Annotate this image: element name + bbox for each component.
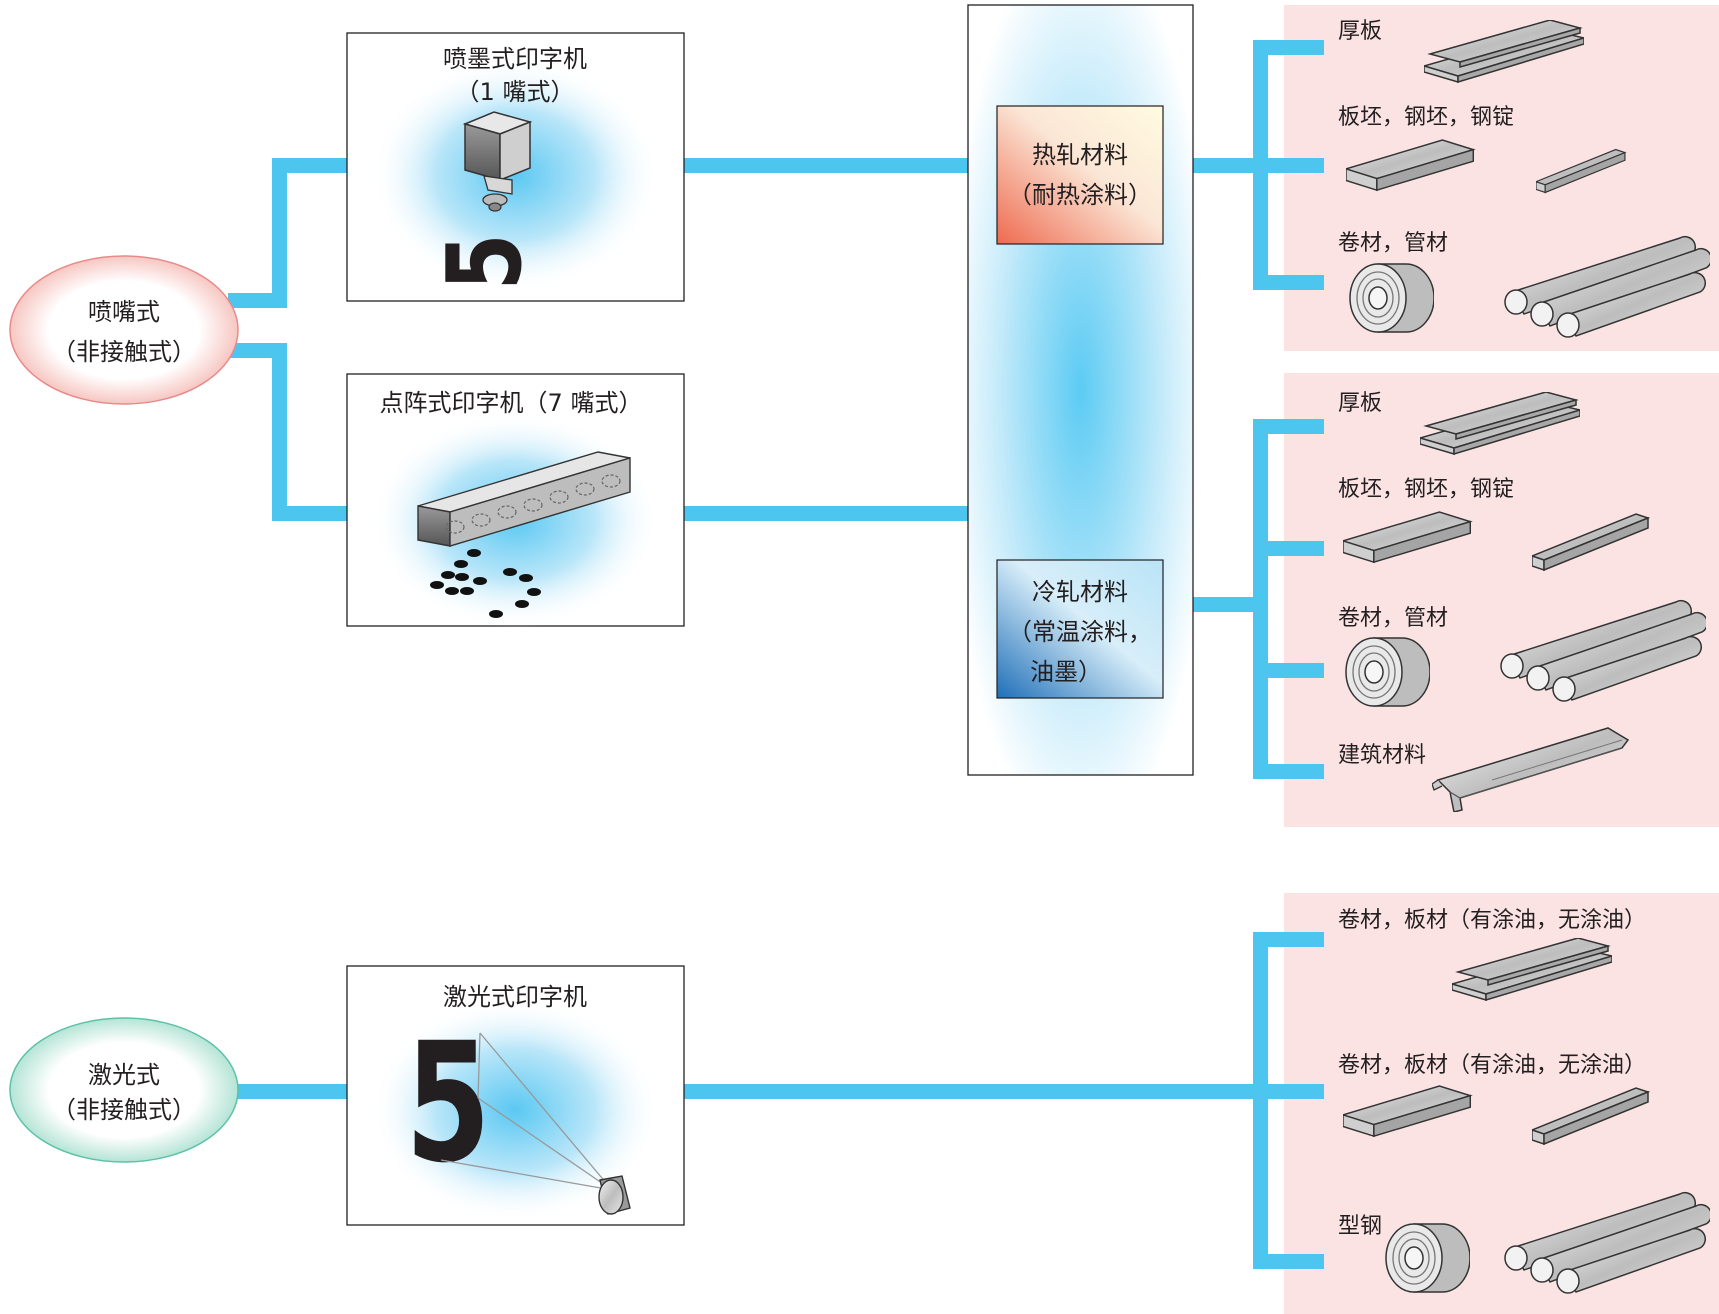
panel-hot: 厚板 板坯，钢坯，钢锭 卷材，管材	[1338, 19, 1710, 338]
material-hot-line2: （耐热涂料）	[1008, 181, 1152, 209]
panel-cold-item-label: 厚板	[1338, 391, 1382, 416]
method-nozzle-line2: （非接触式）	[52, 338, 196, 366]
panel-laser-item-label: 型钢	[1338, 1214, 1382, 1239]
printer-inkjet-title: 喷墨式印字机	[443, 45, 587, 73]
method-laser-line1: 激光式	[88, 1061, 160, 1089]
panel-cold: 厚板 板坯，钢坯，钢锭 卷材，管材 建筑材料	[1338, 391, 1706, 812]
panel-cold-item-label: 板坯，钢坯，钢锭	[1338, 477, 1514, 502]
dotmatrix-head-icon	[417, 451, 631, 547]
panel-laser-item-label: 卷材，板材（有涂油，无涂油）	[1338, 908, 1646, 933]
panel-cold-item-label: 卷材，管材	[1338, 606, 1448, 631]
printer-inkjet: 喷墨式印字机 （1 嘴式） 5	[346, 32, 685, 302]
panel-hot-item-label: 卷材，管材	[1338, 231, 1448, 256]
printer-inkjet-subtitle: （1 嘴式）	[456, 78, 575, 106]
coil-icon	[1349, 263, 1434, 333]
coil-icon	[1385, 1223, 1470, 1293]
printer-dotmatrix: 点阵式印字机（7 嘴式）	[346, 373, 685, 628]
inkjet-nozzle-icon	[462, 111, 533, 212]
method-nozzle: 喷嘴式 （非接触式）	[9, 255, 239, 405]
material-hot-line1: 热轧材料	[1032, 141, 1128, 169]
panel-hot-item-label: 厚板	[1338, 19, 1382, 44]
printer-laser-title: 激光式印字机	[443, 983, 587, 1011]
connector-lines	[228, 40, 1324, 1269]
method-laser-line2: （非接触式）	[52, 1096, 196, 1124]
method-nozzle-line1: 喷嘴式	[88, 298, 160, 326]
material-column: 热轧材料 （耐热涂料） 冷轧材料 （常温涂料， 油墨）	[967, 4, 1194, 776]
method-laser: 激光式 （非接触式）	[9, 1017, 239, 1163]
dotmatrix-printed-dots	[430, 549, 541, 618]
panel-cold-background	[1284, 373, 1719, 827]
panel-cold-item-label: 建筑材料	[1338, 743, 1426, 768]
panel-laser: 卷材，板材（有涂油，无涂油） 卷材，板材（有涂油，无涂油） 型钢	[1338, 908, 1710, 1294]
material-cold-line1: 冷轧材料	[1032, 578, 1128, 606]
inkjet-printed-digit: 5	[425, 233, 544, 290]
panel-laser-item-label: 卷材，板材（有涂油，无涂油）	[1338, 1053, 1646, 1078]
laser-emitter-icon	[598, 1175, 631, 1215]
coil-icon	[1345, 637, 1430, 707]
printer-dotmatrix-title: 点阵式印字机（7 嘴式）	[380, 389, 643, 417]
printer-laser: 激光式印字机 5	[346, 965, 685, 1226]
material-hot: 热轧材料 （耐热涂料）	[996, 105, 1164, 245]
material-cold-line2: （常温涂料，	[1008, 618, 1152, 646]
panel-hot-item-label: 板坯，钢坯，钢锭	[1338, 105, 1514, 130]
material-cold: 冷轧材料 （常温涂料， 油墨）	[996, 559, 1164, 699]
laser-beam-lines	[440, 1032, 613, 1191]
material-cold-line3: 油墨）	[1030, 658, 1102, 686]
laser-printed-digit: 5	[405, 1008, 491, 1200]
